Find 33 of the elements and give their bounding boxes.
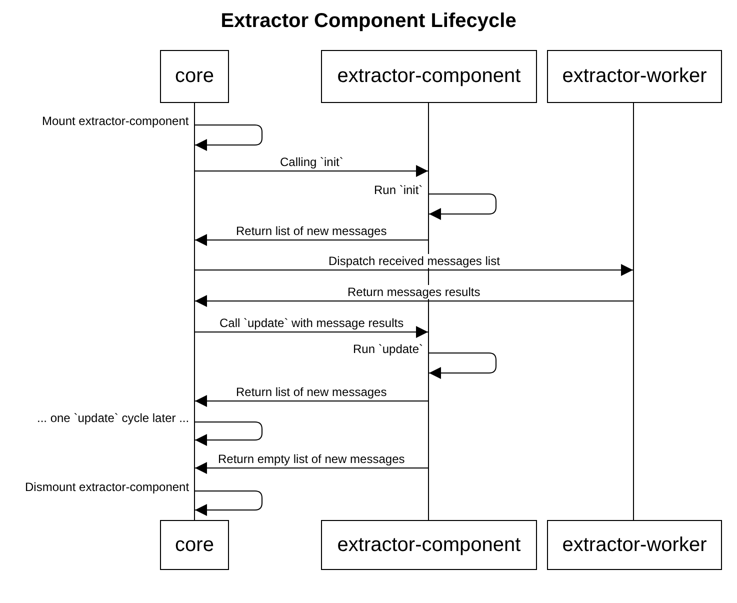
message-arrow <box>194 234 428 246</box>
message-arrow <box>194 165 428 177</box>
lifeline <box>633 103 634 520</box>
message-label: Return list of new messages <box>234 385 389 399</box>
message-label: Run `init` <box>372 183 425 197</box>
message-label: Mount extractor-component <box>40 114 191 128</box>
message-label: Dismount extractor-component <box>23 480 192 494</box>
message-label: Calling `init` <box>278 155 346 169</box>
lifeline <box>428 103 429 520</box>
message-label: Return empty list of new messages <box>216 452 407 466</box>
participant-box: extractor-component <box>321 50 537 103</box>
message-arrow <box>194 422 262 446</box>
message-arrow <box>194 490 262 516</box>
message-arrow <box>194 326 428 338</box>
diagram-title: Extractor Component Lifecycle <box>220 10 518 33</box>
participant-box: core <box>160 520 229 570</box>
message-label: Return messages results <box>346 285 482 299</box>
message-arrow <box>194 295 634 307</box>
participant-box: core <box>160 50 229 103</box>
message-label: Dispatch received messages list <box>326 254 502 268</box>
message-arrow <box>194 124 262 151</box>
participant-box: extractor-component <box>321 520 537 570</box>
participant-box: extractor-worker <box>547 520 722 570</box>
message-arrow <box>194 462 428 474</box>
message-label: Return list of new messages <box>234 224 389 238</box>
message-arrow <box>194 264 634 276</box>
lifeline <box>194 103 195 520</box>
message-label: Call `update` with message results <box>218 316 406 330</box>
participant-box: extractor-worker <box>547 50 722 103</box>
message-arrow <box>194 395 428 407</box>
message-arrow <box>428 352 496 379</box>
message-arrow <box>428 194 496 220</box>
message-label: Run `update` <box>351 342 426 356</box>
